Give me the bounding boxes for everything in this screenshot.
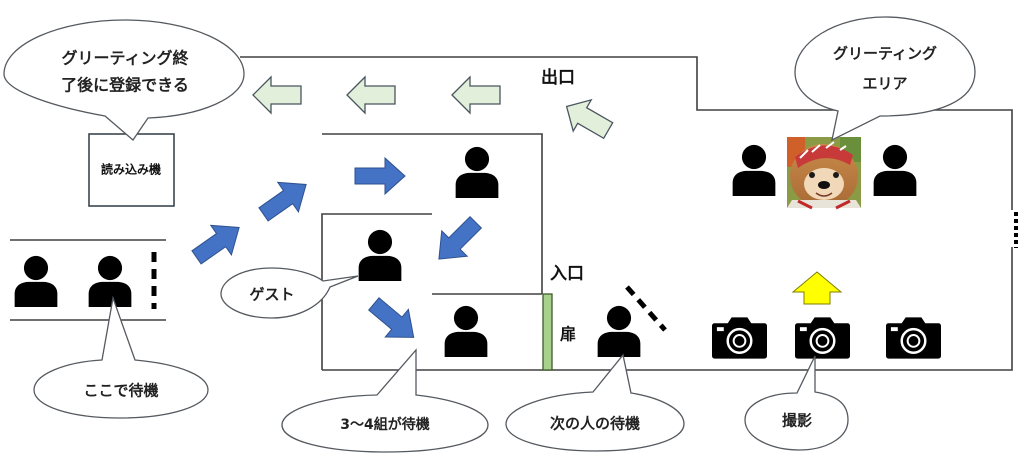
- flow-arrow-2: [258, 181, 307, 222]
- bubble-guest: ゲスト: [220, 267, 359, 319]
- person-icon: [14, 255, 58, 307]
- bubble-register-line1: グリーティング終: [61, 49, 189, 68]
- bubble-guest-text: ゲスト: [249, 286, 294, 304]
- outer-wall-top: [240, 56, 1013, 210]
- camera-icon: [712, 316, 767, 359]
- flow-arrow-5: [368, 297, 415, 338]
- flow-arrows: [191, 156, 483, 338]
- card-reader-label: 読み込み機: [101, 162, 161, 177]
- person-icon: [444, 305, 488, 357]
- flow-arrow-4: [438, 215, 483, 260]
- bubble-next-person-text: 次の人の待機: [550, 415, 640, 433]
- bubble-wait-here-text: ここで待機: [83, 382, 158, 400]
- person-icon: [88, 255, 132, 307]
- exit-label: 出口: [541, 67, 575, 88]
- inner-wall-top: [322, 133, 543, 294]
- cameras: [712, 316, 941, 359]
- bubble-groups-wait-text: 3〜4組が待機: [340, 416, 429, 433]
- flow-arrow-3: [354, 156, 406, 196]
- bubble-photo: 撮影: [744, 355, 849, 451]
- exit-arrow-3: [451, 75, 501, 115]
- next-person-barrier: [625, 285, 667, 332]
- bubble-groups-wait: 3〜4組が待機: [281, 348, 489, 453]
- bubble-greeting-area: グリーティング エリア: [794, 16, 976, 142]
- photo-direction-arrow: [791, 271, 843, 305]
- inner-box: [321, 213, 432, 370]
- bubble-next-person: 次の人の待機: [505, 353, 685, 452]
- door: [542, 293, 553, 371]
- person-icon: [455, 146, 499, 198]
- entrance-label: 入口: [550, 264, 584, 284]
- exit-arrow-1: [252, 75, 302, 115]
- flow-arrow-1: [191, 224, 240, 265]
- bubble-register: グリーティング終 了後に登録できる: [3, 19, 245, 141]
- bubble-greeting-line1: グリーティング: [833, 45, 937, 63]
- bubble-photo-text: 撮影: [782, 412, 812, 430]
- character-photo: [787, 137, 861, 210]
- bubble-wait-here: ここで待機: [33, 295, 209, 419]
- camera-icon: [795, 316, 850, 359]
- bubble-register-line2: 了後に登録できる: [61, 76, 189, 95]
- door-label: 扉: [560, 325, 576, 344]
- person-icon: [358, 229, 402, 281]
- walls: [10, 56, 1013, 371]
- exit-arrow-2: [346, 75, 396, 115]
- exit-arrows: [252, 75, 614, 140]
- outer-wall-right-lower: [542, 247, 1013, 371]
- person-icon: [873, 144, 917, 196]
- person-icon: [732, 144, 776, 196]
- person-icon: [597, 305, 641, 357]
- exit-arrow-4: [565, 98, 614, 140]
- camera-icon: [886, 316, 941, 359]
- bubble-greeting-line2: エリア: [862, 75, 907, 93]
- card-reader: [88, 133, 175, 207]
